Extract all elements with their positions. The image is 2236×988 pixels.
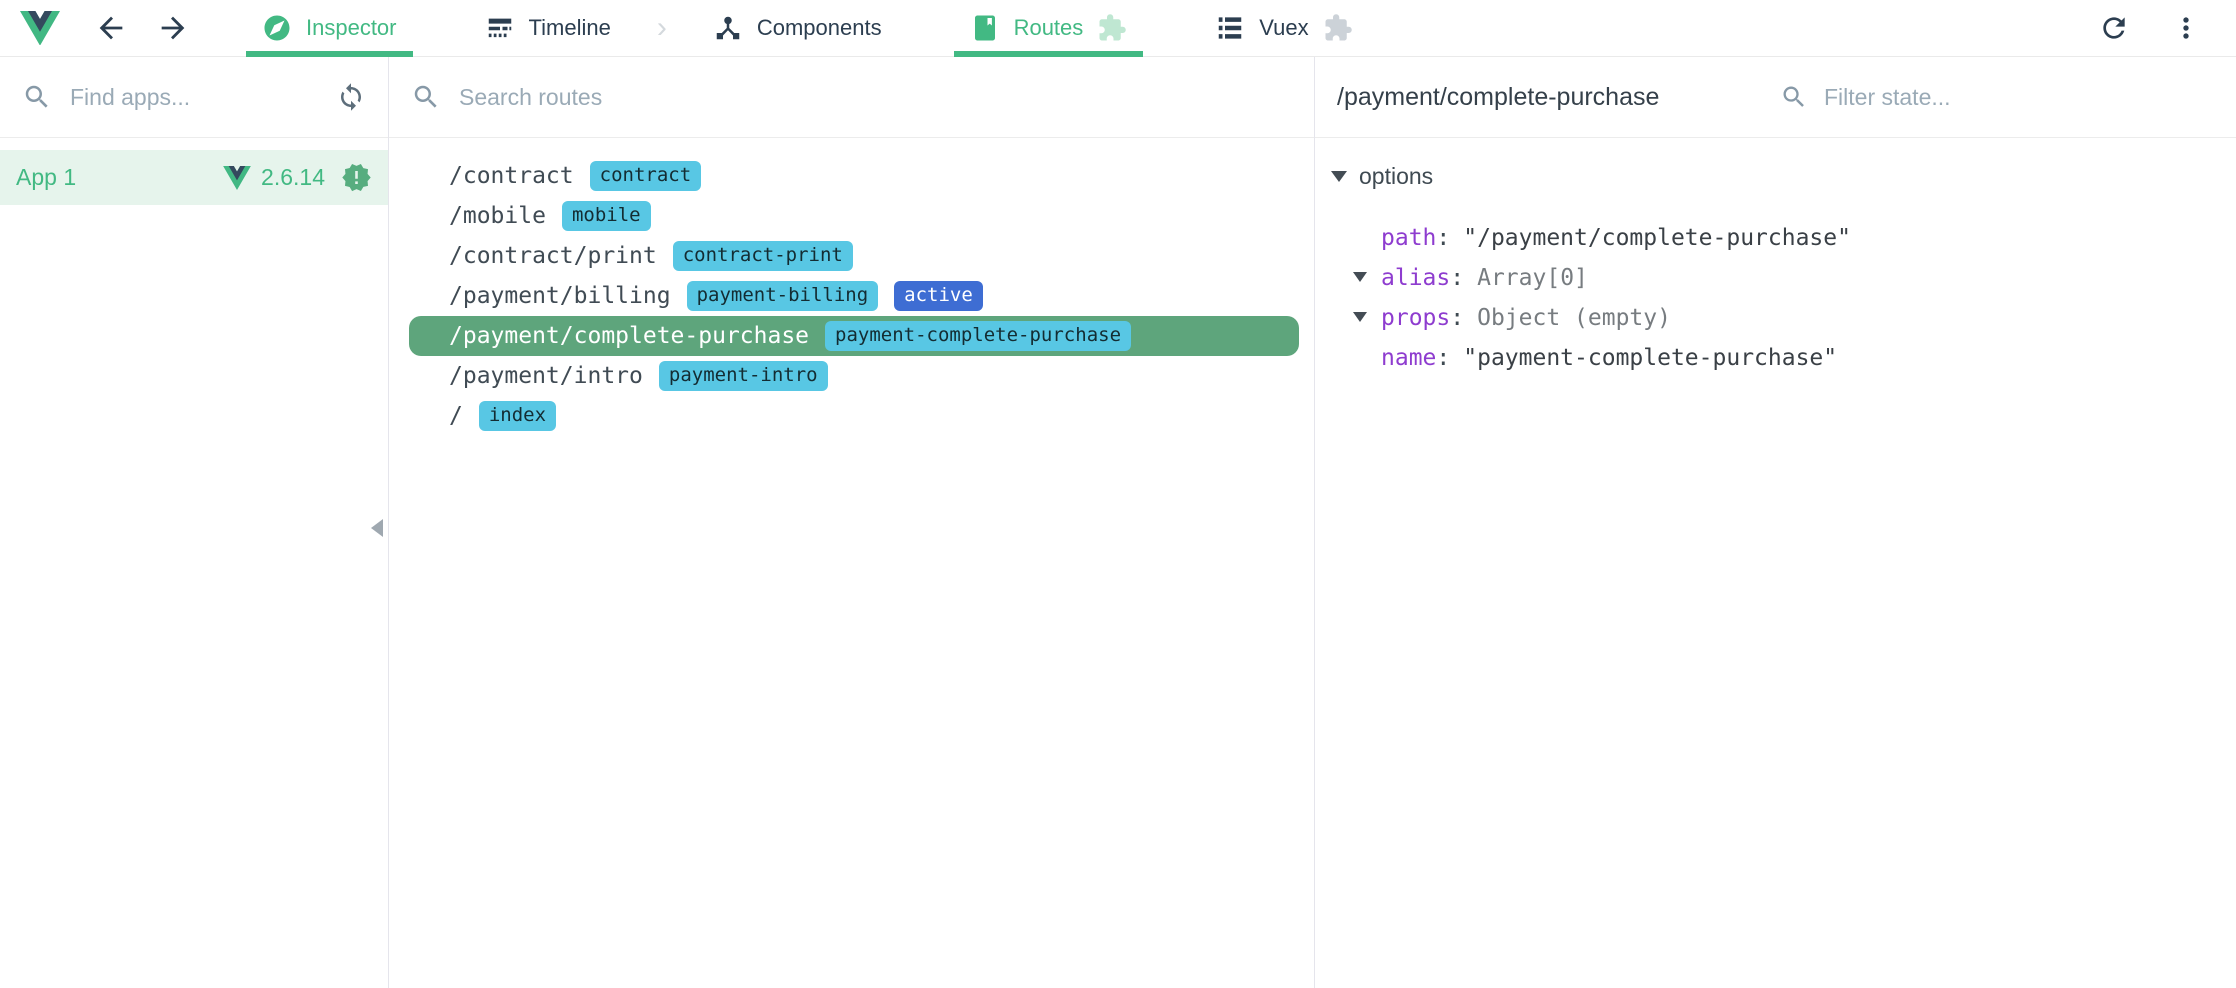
vue-logo (20, 10, 60, 46)
component-tree-icon (716, 16, 740, 40)
puzzle-piece-icon (1325, 14, 1352, 41)
main-area: App 1 2.6.14 /contract contract /mobile (0, 57, 2236, 988)
routes-pane: /contract contract /mobile mobile /contr… (389, 57, 1315, 988)
tab-routes-label: Routes (1013, 15, 1084, 40)
filter-state-group (1780, 83, 2226, 111)
field-value: Object (empty) (1477, 305, 1671, 331)
list-icon (1219, 17, 1242, 39)
forward-arrow-icon[interactable] (156, 11, 190, 45)
find-apps-row (0, 57, 388, 138)
route-path: /payment/intro (449, 363, 643, 389)
field-key: name (1381, 345, 1437, 371)
route-row[interactable]: /payment/intro payment-intro (389, 356, 1314, 396)
route-path: /contract (449, 163, 574, 189)
book-bookmark-icon (974, 15, 995, 41)
tab-routes[interactable]: Routes (953, 0, 1144, 57)
options-fields: path: "/payment/complete-purchase" alias… (1331, 218, 2236, 378)
route-name-badge: mobile (561, 201, 651, 231)
state-inspector-pane: /payment/complete-purchase options path:… (1315, 57, 2236, 988)
search-icon (414, 85, 437, 108)
search-icon (25, 85, 48, 108)
field-colon: : (1436, 345, 1451, 371)
route-name-badge: payment-complete-purchase (825, 321, 1132, 351)
tab-components[interactable]: Components (703, 0, 892, 57)
refresh-icon[interactable] (2098, 12, 2130, 44)
route-path: /payment/billing (449, 283, 671, 309)
state-field-alias[interactable]: alias: Array[0] (1331, 258, 2236, 298)
app-list-item[interactable]: App 1 2.6.14 (0, 150, 388, 205)
search-routes-input[interactable] (459, 83, 1292, 111)
tab-vuex[interactable]: Vuex (1205, 0, 1362, 57)
timeline-lines-icon (488, 18, 511, 38)
route-row[interactable]: /payment/billing payment-billing active (389, 276, 1314, 316)
route-path: /payment/complete-purchase (449, 323, 810, 349)
toolbar: Inspector Timeline › Components Routes V… (0, 0, 2236, 57)
route-name-badge: contract (589, 161, 702, 191)
back-arrow-icon[interactable] (94, 11, 128, 45)
route-path: / (449, 403, 463, 429)
selected-route-title: /payment/complete-purchase (1337, 82, 1660, 111)
tab-inspector-label: Inspector (306, 15, 397, 40)
options-section-label: options (1359, 162, 1434, 189)
route-name-badge: index (478, 401, 557, 431)
kebab-menu-icon[interactable] (2170, 12, 2202, 44)
field-colon: : (1450, 305, 1465, 331)
puzzle-piece-icon (1099, 14, 1127, 41)
find-apps-input[interactable] (70, 83, 318, 111)
state-pane-header: /payment/complete-purchase (1315, 57, 2236, 138)
tab-inspector[interactable]: Inspector (246, 0, 412, 57)
app-version: 2.6.14 (261, 164, 325, 190)
route-name-badge: payment-intro (658, 361, 828, 391)
route-row[interactable]: / index (389, 396, 1314, 436)
field-colon: : (1436, 225, 1451, 251)
route-row[interactable]: /mobile mobile (389, 196, 1314, 236)
tab-timeline[interactable]: Timeline (475, 0, 621, 57)
route-name-badge: payment-billing (686, 281, 879, 311)
field-value: "/payment/complete-purchase" (1463, 225, 1851, 251)
app-name: App 1 (16, 164, 77, 190)
state-field-path[interactable]: path: "/payment/complete-purchase" (1331, 218, 2236, 258)
vue-logo (223, 165, 251, 190)
route-row[interactable]: /contract/print contract-print (389, 236, 1314, 276)
route-name-badge: contract-print (672, 241, 853, 271)
field-key: alias (1381, 265, 1451, 291)
chevron-down-icon[interactable] (1353, 272, 1367, 282)
route-path: /contract/print (449, 243, 657, 269)
search-icon (1783, 86, 1804, 107)
search-routes-row (389, 57, 1314, 138)
field-colon: : (1450, 265, 1465, 291)
state-field-name[interactable]: name: "payment-complete-purchase" (1331, 338, 2236, 378)
route-row-selected[interactable]: /payment/complete-purchase payment-compl… (409, 316, 1299, 356)
app-meta: 2.6.14 (223, 162, 372, 193)
compass-icon (264, 15, 290, 41)
tab-separator-chevron: › (656, 11, 667, 44)
chevron-down-icon[interactable] (1353, 312, 1367, 322)
collapse-left-icon[interactable] (371, 519, 383, 537)
starburst-exclamation-icon[interactable] (341, 162, 372, 193)
route-row[interactable]: /contract contract (389, 156, 1314, 196)
tab-components-label: Components (756, 15, 882, 40)
field-key: path (1381, 225, 1437, 251)
active-route-badge: active (894, 281, 983, 311)
tab-vuex-label: Vuex (1259, 15, 1309, 40)
state-content: options path: "/payment/complete-purchas… (1315, 138, 2236, 378)
toolbar-right (2098, 12, 2216, 44)
options-section-header[interactable]: options (1331, 156, 2236, 196)
field-key: props (1381, 305, 1451, 331)
chevron-down-icon (1331, 170, 1347, 182)
route-path: /mobile (449, 203, 546, 229)
field-value: Array[0] (1477, 265, 1588, 291)
filter-state-input[interactable] (1824, 83, 2226, 111)
route-list: /contract contract /mobile mobile /contr… (389, 138, 1314, 436)
tab-timeline-label: Timeline (528, 15, 611, 40)
sync-icon[interactable] (336, 82, 366, 112)
apps-sidebar: App 1 2.6.14 (0, 57, 389, 988)
field-value: "payment-complete-purchase" (1463, 345, 1838, 371)
state-field-props[interactable]: props: Object (empty) (1331, 298, 2236, 338)
